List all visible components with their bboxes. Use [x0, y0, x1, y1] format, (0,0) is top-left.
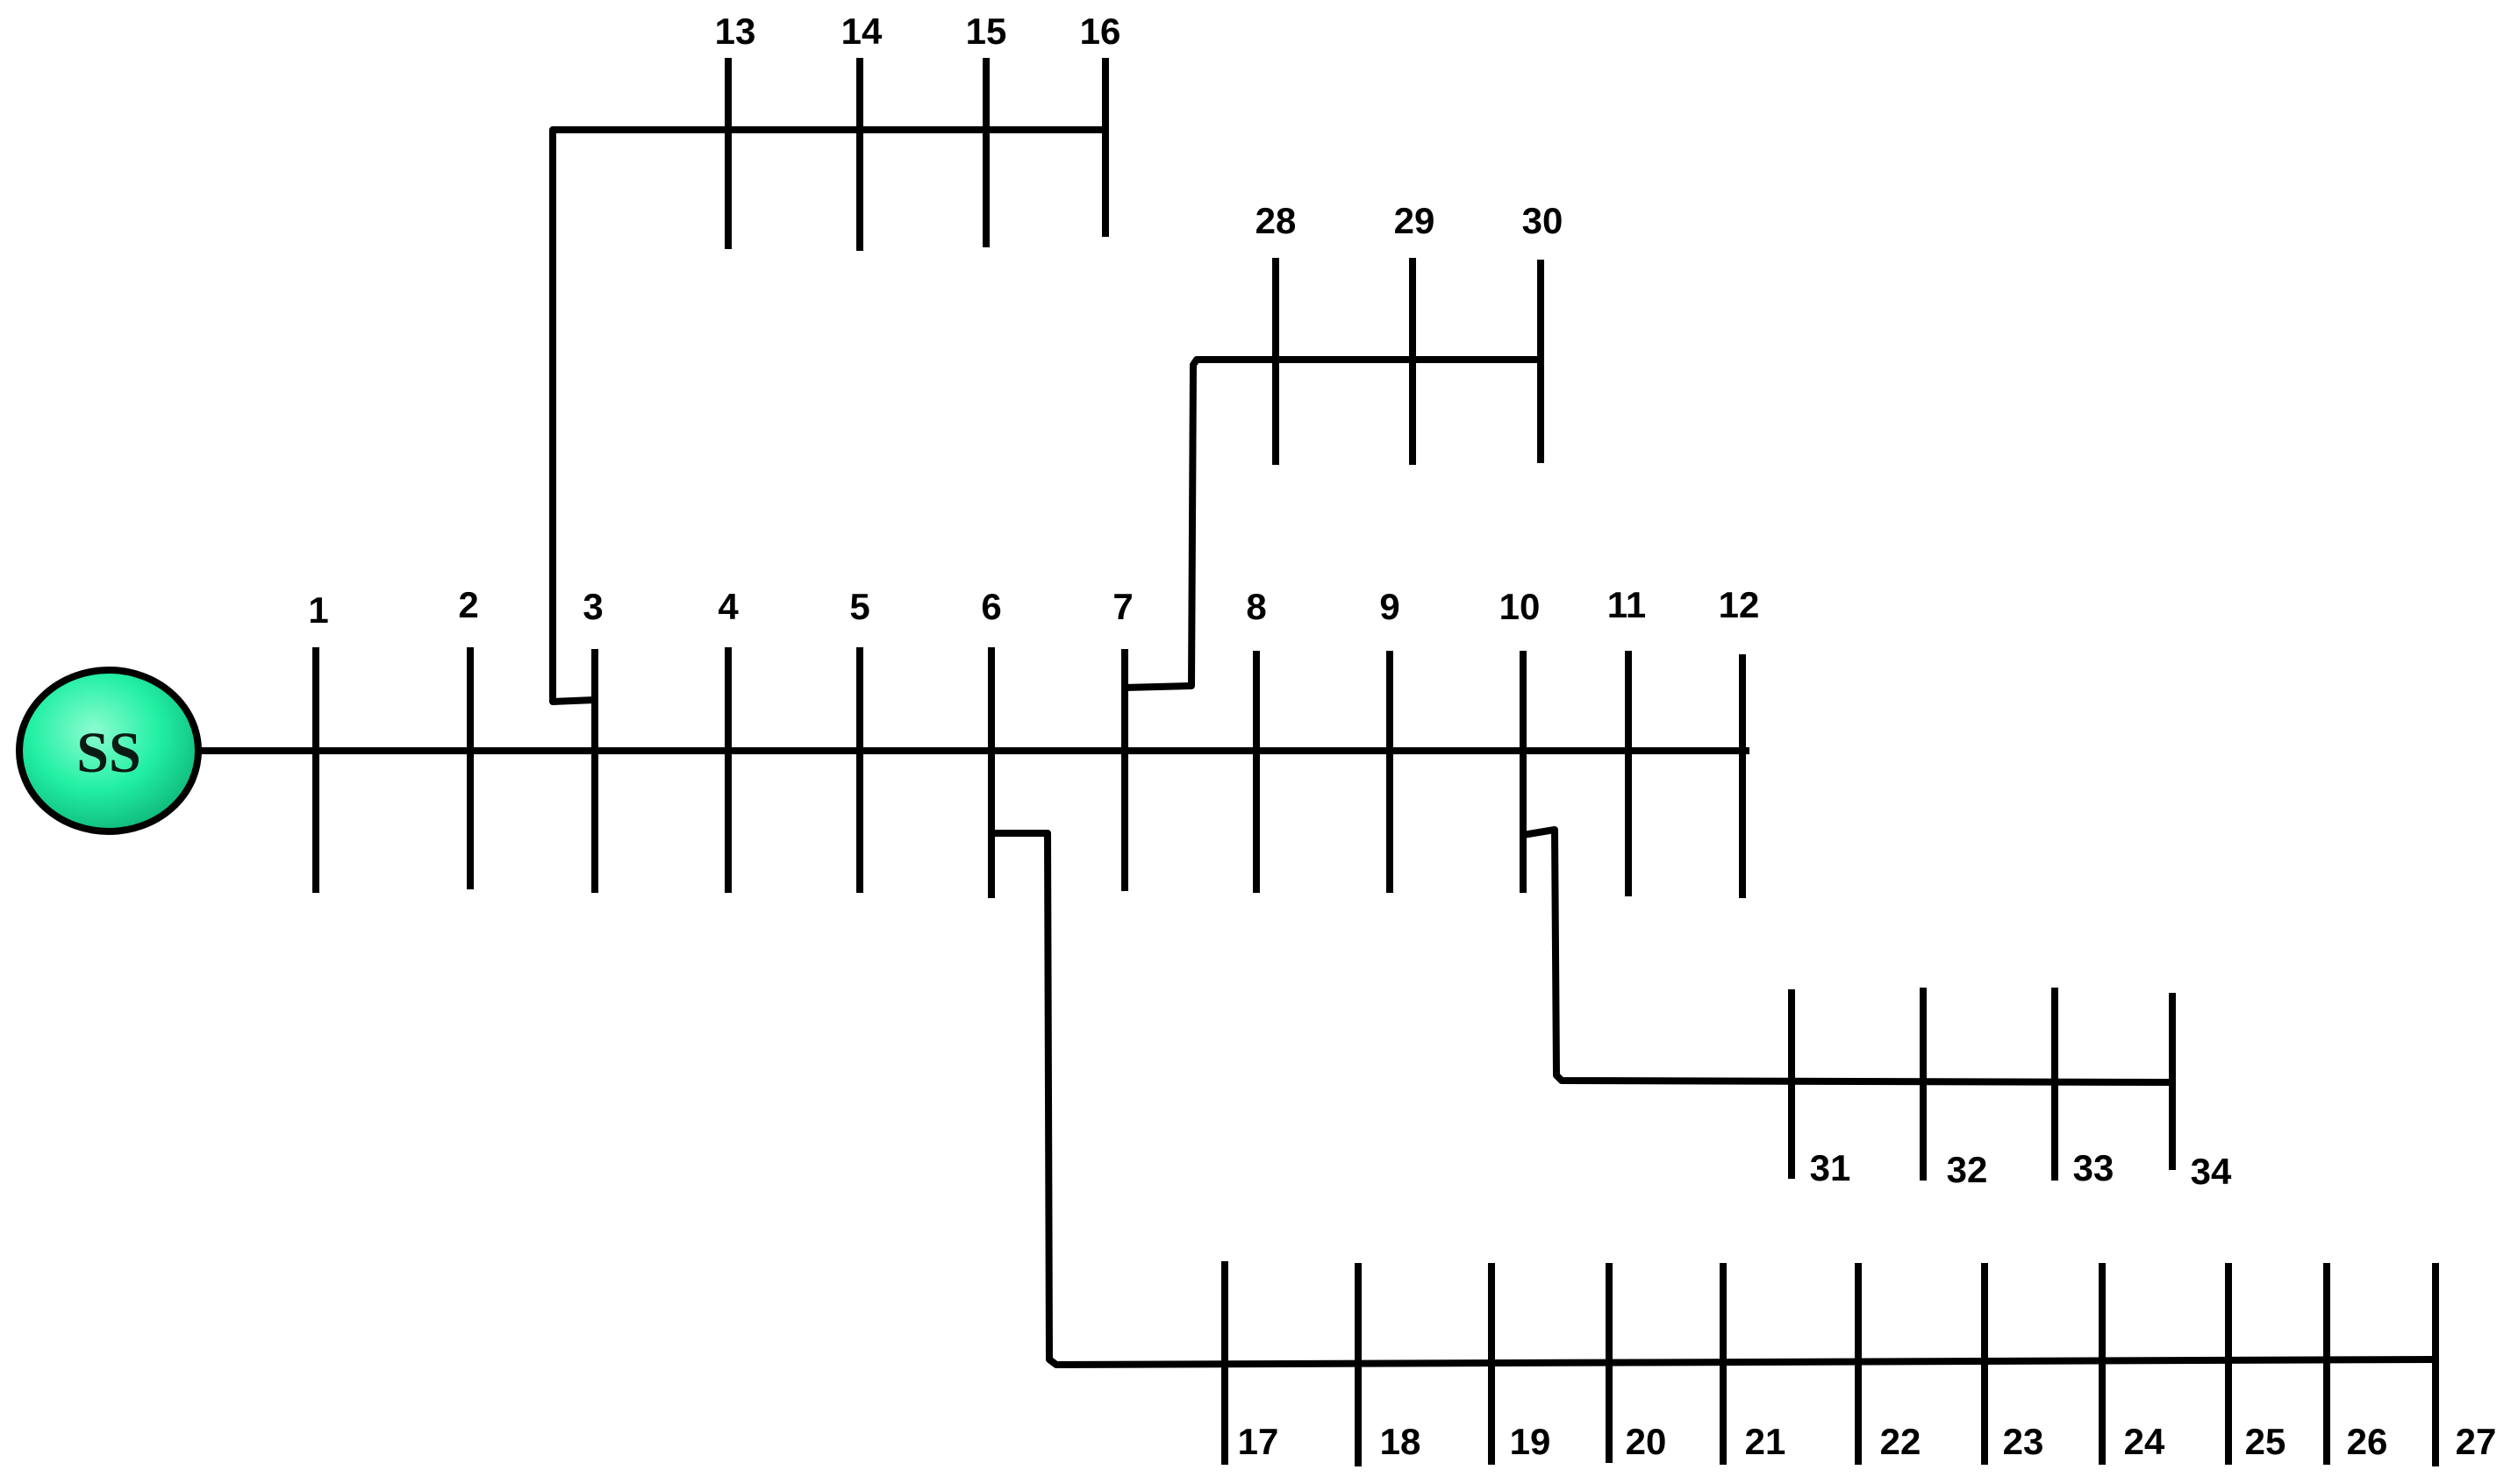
lateral-17-27 [991, 830, 2439, 1466]
bus-label-9: 9 [1379, 586, 1399, 627]
bus-label-1: 1 [308, 589, 328, 631]
bus-label-3: 3 [583, 586, 603, 627]
bus-label-6: 6 [981, 586, 1001, 627]
bus-label-16: 16 [1080, 11, 1121, 52]
bus-label-27: 27 [2456, 1421, 2497, 1462]
lateral-28-30 [1124, 258, 1544, 691]
bus-label-32: 32 [1947, 1149, 1988, 1190]
substation-source: SS [16, 667, 202, 835]
lateral-31-34-line [1522, 826, 2173, 1086]
substation-label: SS [76, 721, 140, 785]
bus-label-22: 22 [1880, 1421, 1921, 1462]
bus-label-20: 20 [1626, 1421, 1667, 1462]
lateral-13-16-line [549, 126, 1107, 705]
bus-label-5: 5 [849, 586, 869, 627]
bus-label-7: 7 [1112, 586, 1133, 627]
bus-labels: 1 2 3 4 5 6 7 8 9 10 11 12 13 14 15 16 1… [308, 11, 2496, 1462]
bus-label-30: 30 [1522, 200, 1563, 241]
bus-label-28: 28 [1255, 200, 1297, 241]
main-feeder [198, 647, 1749, 898]
bus-label-4: 4 [718, 586, 739, 627]
bus-label-17: 17 [1238, 1421, 1279, 1462]
bus-label-15: 15 [966, 11, 1007, 52]
bus-label-19: 19 [1510, 1421, 1551, 1462]
bus-label-24: 24 [2124, 1421, 2165, 1462]
lateral-28-30-line [1124, 356, 1541, 691]
bus-label-10: 10 [1499, 586, 1541, 627]
bus-label-8: 8 [1246, 586, 1266, 627]
bus-label-23: 23 [2003, 1421, 2044, 1462]
bus-label-33: 33 [2073, 1147, 2114, 1188]
bus-label-11: 11 [1607, 584, 1646, 625]
bus-label-26: 26 [2347, 1421, 2388, 1462]
bus-label-31: 31 [1810, 1147, 1851, 1188]
bus-label-12: 12 [1719, 584, 1760, 625]
bus-label-2: 2 [458, 584, 478, 625]
lateral-31-34 [1522, 826, 2176, 1181]
bus-label-34: 34 [2191, 1151, 2232, 1192]
lateral-13-16 [549, 58, 1109, 705]
bus-label-18: 18 [1380, 1421, 1421, 1462]
bus-label-13: 13 [715, 11, 756, 52]
bus-label-29: 29 [1394, 200, 1435, 241]
lateral-17-27-line [991, 830, 2436, 1368]
bus-label-14: 14 [841, 11, 883, 52]
bus-label-21: 21 [1745, 1421, 1786, 1462]
bus-label-25: 25 [2245, 1421, 2286, 1462]
